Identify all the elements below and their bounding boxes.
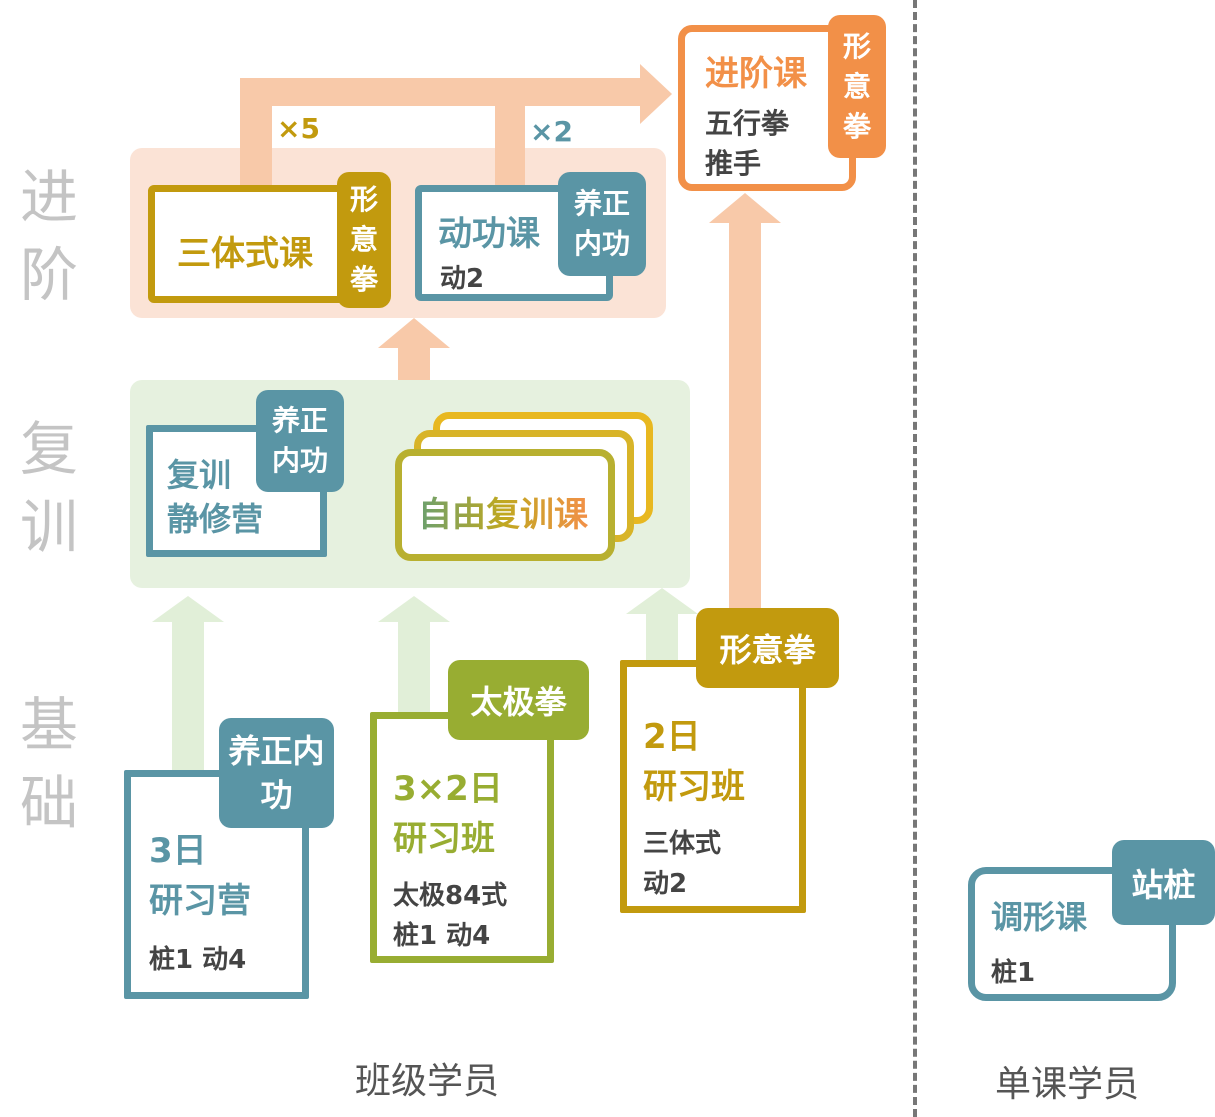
label-advanced: 进阶 (19, 163, 78, 309)
card-title: 2日 (643, 717, 701, 757)
multiplier-x2: ×2 (530, 115, 573, 148)
tag-yangzheng: 养正内功 (219, 718, 334, 828)
card-title: 自由复训课 (418, 487, 588, 536)
card-sub: 桩1 动4 (393, 921, 491, 951)
multiplier-x5: ×5 (277, 112, 320, 145)
card-jinjie[interactable]: 进阶课 五行拳 推手 (678, 25, 856, 191)
divider (913, 0, 917, 1117)
card-title: 静修营 (167, 500, 264, 538)
card-title: 复训 (167, 456, 232, 494)
card-sub: 动2 (440, 264, 485, 294)
tag-taijiquan: 太极拳 (448, 660, 589, 740)
card-title: 3日 (149, 831, 207, 871)
tag-zhanzhuang: 站桩 (1112, 840, 1215, 925)
card-title: 进阶课 (705, 54, 807, 94)
card-class2[interactable]: 2日 研习班 三体式 动2 (620, 660, 806, 913)
tag-xingyiquan: 形意拳 (696, 608, 839, 688)
card-title: 研习营 (149, 881, 251, 921)
card-title: 调形课 (991, 898, 1088, 936)
card-title: 动功课 (438, 214, 540, 254)
card-sub: 桩1 动4 (149, 945, 247, 975)
card-title: 3×2日 (393, 769, 503, 809)
tag-xingyiquan: 形意拳 (828, 15, 886, 158)
label-retrain: 复训 (19, 415, 78, 561)
card-sub: 桩1 (991, 958, 1036, 988)
tag-yangzheng: 养正内功 (558, 172, 646, 276)
card-santishi[interactable]: 三体式课 (148, 185, 353, 303)
card-title: 研习班 (643, 767, 745, 807)
card-sub: 推手 (705, 147, 762, 180)
card-sub: 太极84式 (393, 881, 508, 911)
label-basic: 基础 (19, 691, 78, 837)
label-class-students: 班级学员 (355, 1061, 500, 1102)
card-sub: 五行拳 (705, 107, 790, 140)
label-single-students: 单课学员 (995, 1064, 1140, 1105)
card-sub: 三体式 (643, 829, 722, 859)
tag-xingyiquan: 形意拳 (337, 172, 391, 308)
card-sub: 动2 (643, 869, 688, 899)
card-class32[interactable]: 3×2日 研习班 太极84式 桩1 动4 (370, 712, 554, 963)
tag-yangzheng: 养正内功 (256, 390, 344, 492)
card-title: 三体式课 (177, 234, 313, 274)
card-title: 研习班 (393, 819, 495, 859)
